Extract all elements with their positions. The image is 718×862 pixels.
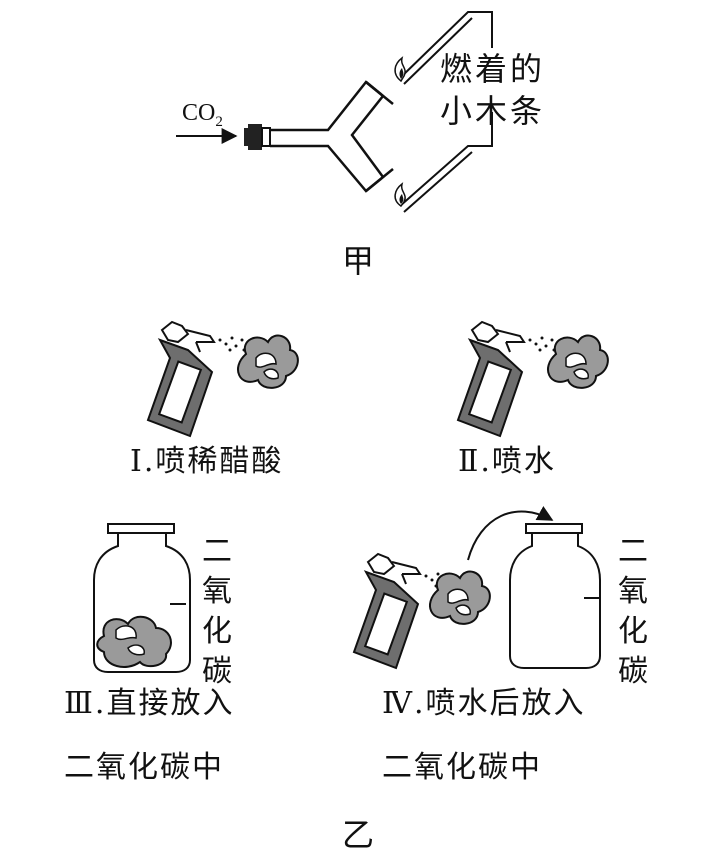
step4-label-line2: 二氧化碳中 <box>382 750 542 785</box>
step3-label-line1: Ⅲ.直接放入 <box>64 686 235 721</box>
gas-jar-4 <box>509 523 601 669</box>
flower-4 <box>429 570 491 625</box>
step2-label: Ⅱ.喷水 <box>458 444 556 479</box>
jar3-gas-label: 二氧化碳 <box>202 534 232 689</box>
step3-label-line2: 二氧化碳中 <box>64 750 224 785</box>
stopper <box>244 124 271 150</box>
burning-splint-bottom <box>394 112 493 213</box>
splint-label-line2: 小木条 <box>440 92 546 130</box>
burning-splint-top <box>394 11 493 85</box>
y-tube <box>270 80 394 193</box>
spray-bottle-2 <box>456 320 526 438</box>
flower-2 <box>547 334 609 389</box>
co2-label: CO2 <box>182 100 223 130</box>
spray-mist-1 <box>218 336 246 352</box>
jar4-gas-label: 二氧化碳 <box>618 534 648 689</box>
spray-bottle-1 <box>146 320 216 438</box>
flower-1 <box>237 334 299 389</box>
spray-bottle-4 <box>352 552 422 670</box>
caption-yi: 乙 <box>342 816 378 854</box>
step4-label-line1: Ⅳ.喷水后放入 <box>382 686 586 721</box>
spray-mist-2 <box>528 336 556 352</box>
transfer-arrow <box>467 506 554 561</box>
flower-3 <box>96 615 172 668</box>
splint-label-line1: 燃着的 <box>440 50 546 88</box>
step1-label: Ⅰ.喷稀醋酸 <box>130 444 284 479</box>
caption-jia: 甲 <box>342 242 378 280</box>
